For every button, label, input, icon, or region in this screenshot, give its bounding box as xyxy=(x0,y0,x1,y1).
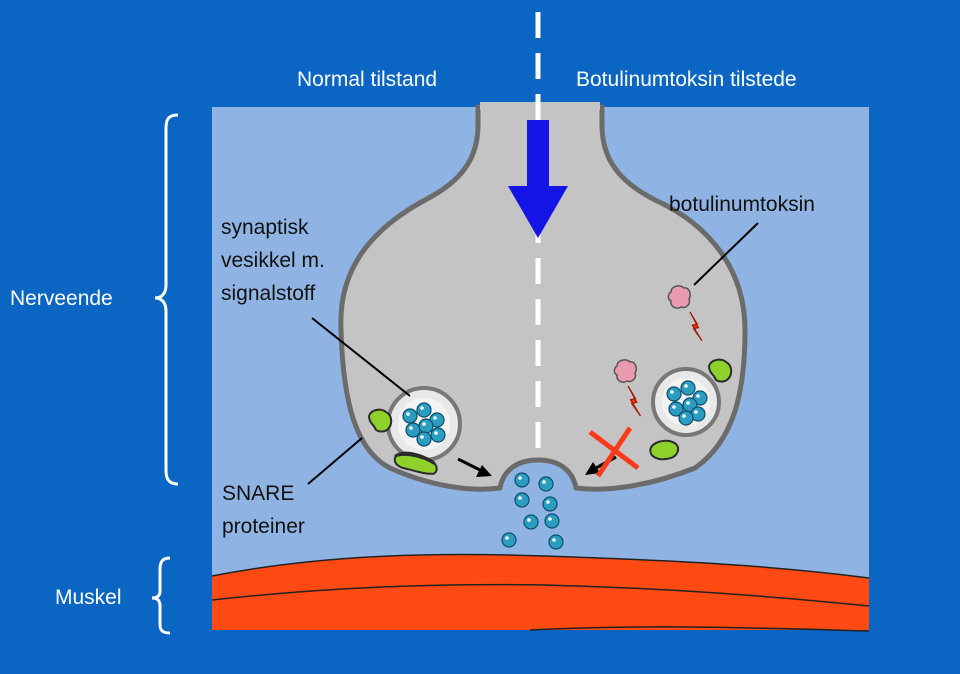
label-botulinumtoxin: botulinumtoksin xyxy=(669,193,815,216)
signal-arrow xyxy=(508,120,568,238)
label-normal-state: Normal tilstand xyxy=(297,68,438,91)
label-nerve-ending: Nerveende xyxy=(10,287,113,310)
label-snare-line1: SNARE xyxy=(222,482,295,505)
synaptic-vesicle-left xyxy=(386,386,462,462)
nerve-ending-brace xyxy=(154,113,179,486)
label-muscle: Muskel xyxy=(55,586,122,609)
leader-lines xyxy=(307,222,759,485)
blocked-cross xyxy=(588,426,640,478)
label-botulinum-present: Botulinumtoksin tilstede xyxy=(576,68,797,91)
label-vesicle-line2: vesikkel m. xyxy=(221,249,325,272)
label-snare-line2: proteiner xyxy=(222,515,305,538)
muscle-brace xyxy=(151,556,171,635)
snare-proteins xyxy=(368,358,733,475)
synaptic-vesicle-right xyxy=(651,367,721,437)
release-arrows xyxy=(457,455,617,477)
label-vesicle-line1: synaptisk xyxy=(221,216,309,239)
label-vesicle-line3: signalstoff xyxy=(221,282,316,305)
muscle-tissue xyxy=(211,553,870,632)
